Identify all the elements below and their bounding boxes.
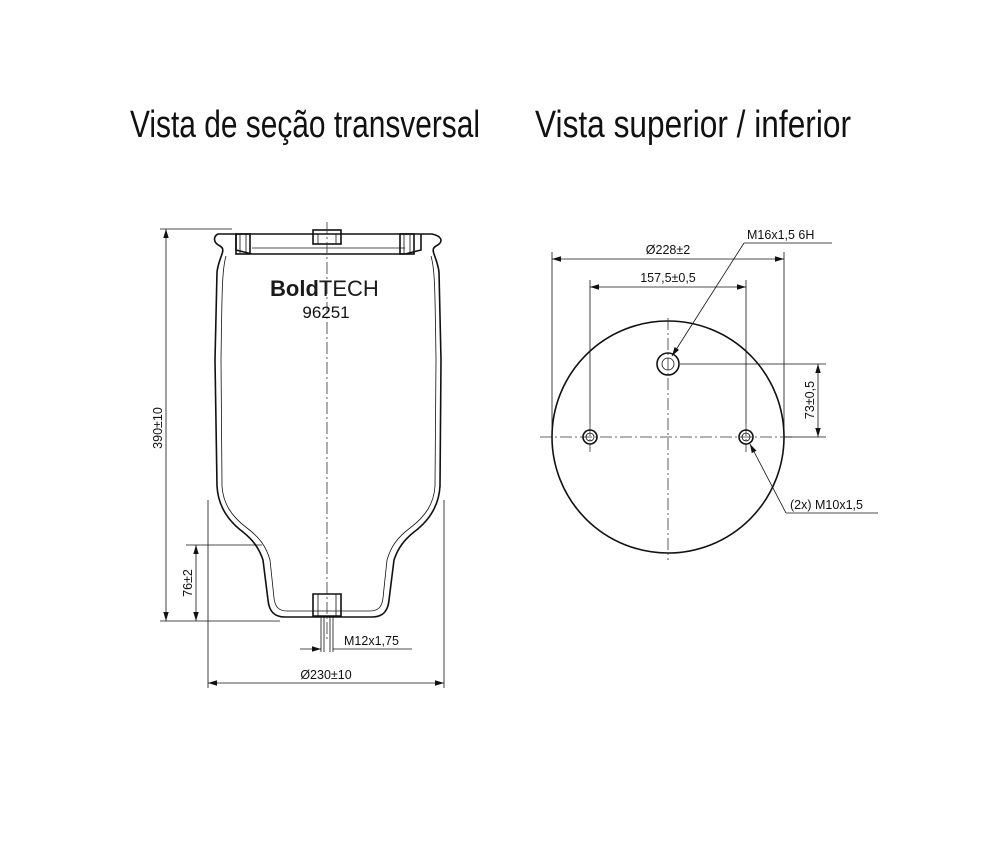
bottom-boss-thread (317, 594, 337, 616)
center-thread-leader (671, 242, 745, 357)
offset-label: 73±0,5 (803, 381, 817, 419)
height-label: 390±10 (151, 407, 165, 449)
brand-bold-text: Bold (270, 276, 319, 301)
brand-logo: BoldTECH (270, 276, 379, 301)
cross-section-view: 390±10 76±2 M12x1,75 Ø230±10 BoldTECH 96… (151, 222, 445, 688)
right-hole-outer (738, 429, 754, 445)
bolt-spacing-label: 157,5±0,5 (640, 271, 696, 285)
brand-thin-text: TECH (319, 276, 379, 301)
top-diameter-label: Ø228±2 (646, 243, 690, 257)
center-thread-label: M16x1,5 6H (747, 228, 814, 242)
bellows-inner-wall (220, 255, 437, 612)
stud-threads (239, 234, 411, 254)
bellows-outline (213, 233, 442, 618)
cross-section-title: Vista de seção transversal (130, 104, 480, 146)
bottom-boss (312, 593, 342, 617)
center-stud-inner (661, 357, 675, 371)
piston-height-label: 76±2 (181, 569, 195, 597)
diameter-label: Ø230±10 (300, 668, 351, 682)
side-thread-label: (2x) M10x1,5 (790, 498, 863, 512)
top-view-title: Vista superior / inferior (535, 104, 851, 146)
thread-label: M12x1,75 (344, 634, 399, 648)
left-hole-inner (585, 432, 595, 442)
top-view: Ø228±2 157,5±0,5 73±0,5 M16x1,5 6H (2x) … (540, 228, 878, 560)
right-top-stud (399, 233, 415, 255)
side-thread-leader (749, 443, 787, 514)
bottom-stud (320, 617, 334, 652)
left-top-stud (235, 233, 251, 255)
part-number: 96251 (302, 303, 349, 322)
center-stud-outer (656, 352, 680, 376)
right-hole-inner (741, 432, 751, 442)
left-hole-outer (582, 429, 598, 445)
